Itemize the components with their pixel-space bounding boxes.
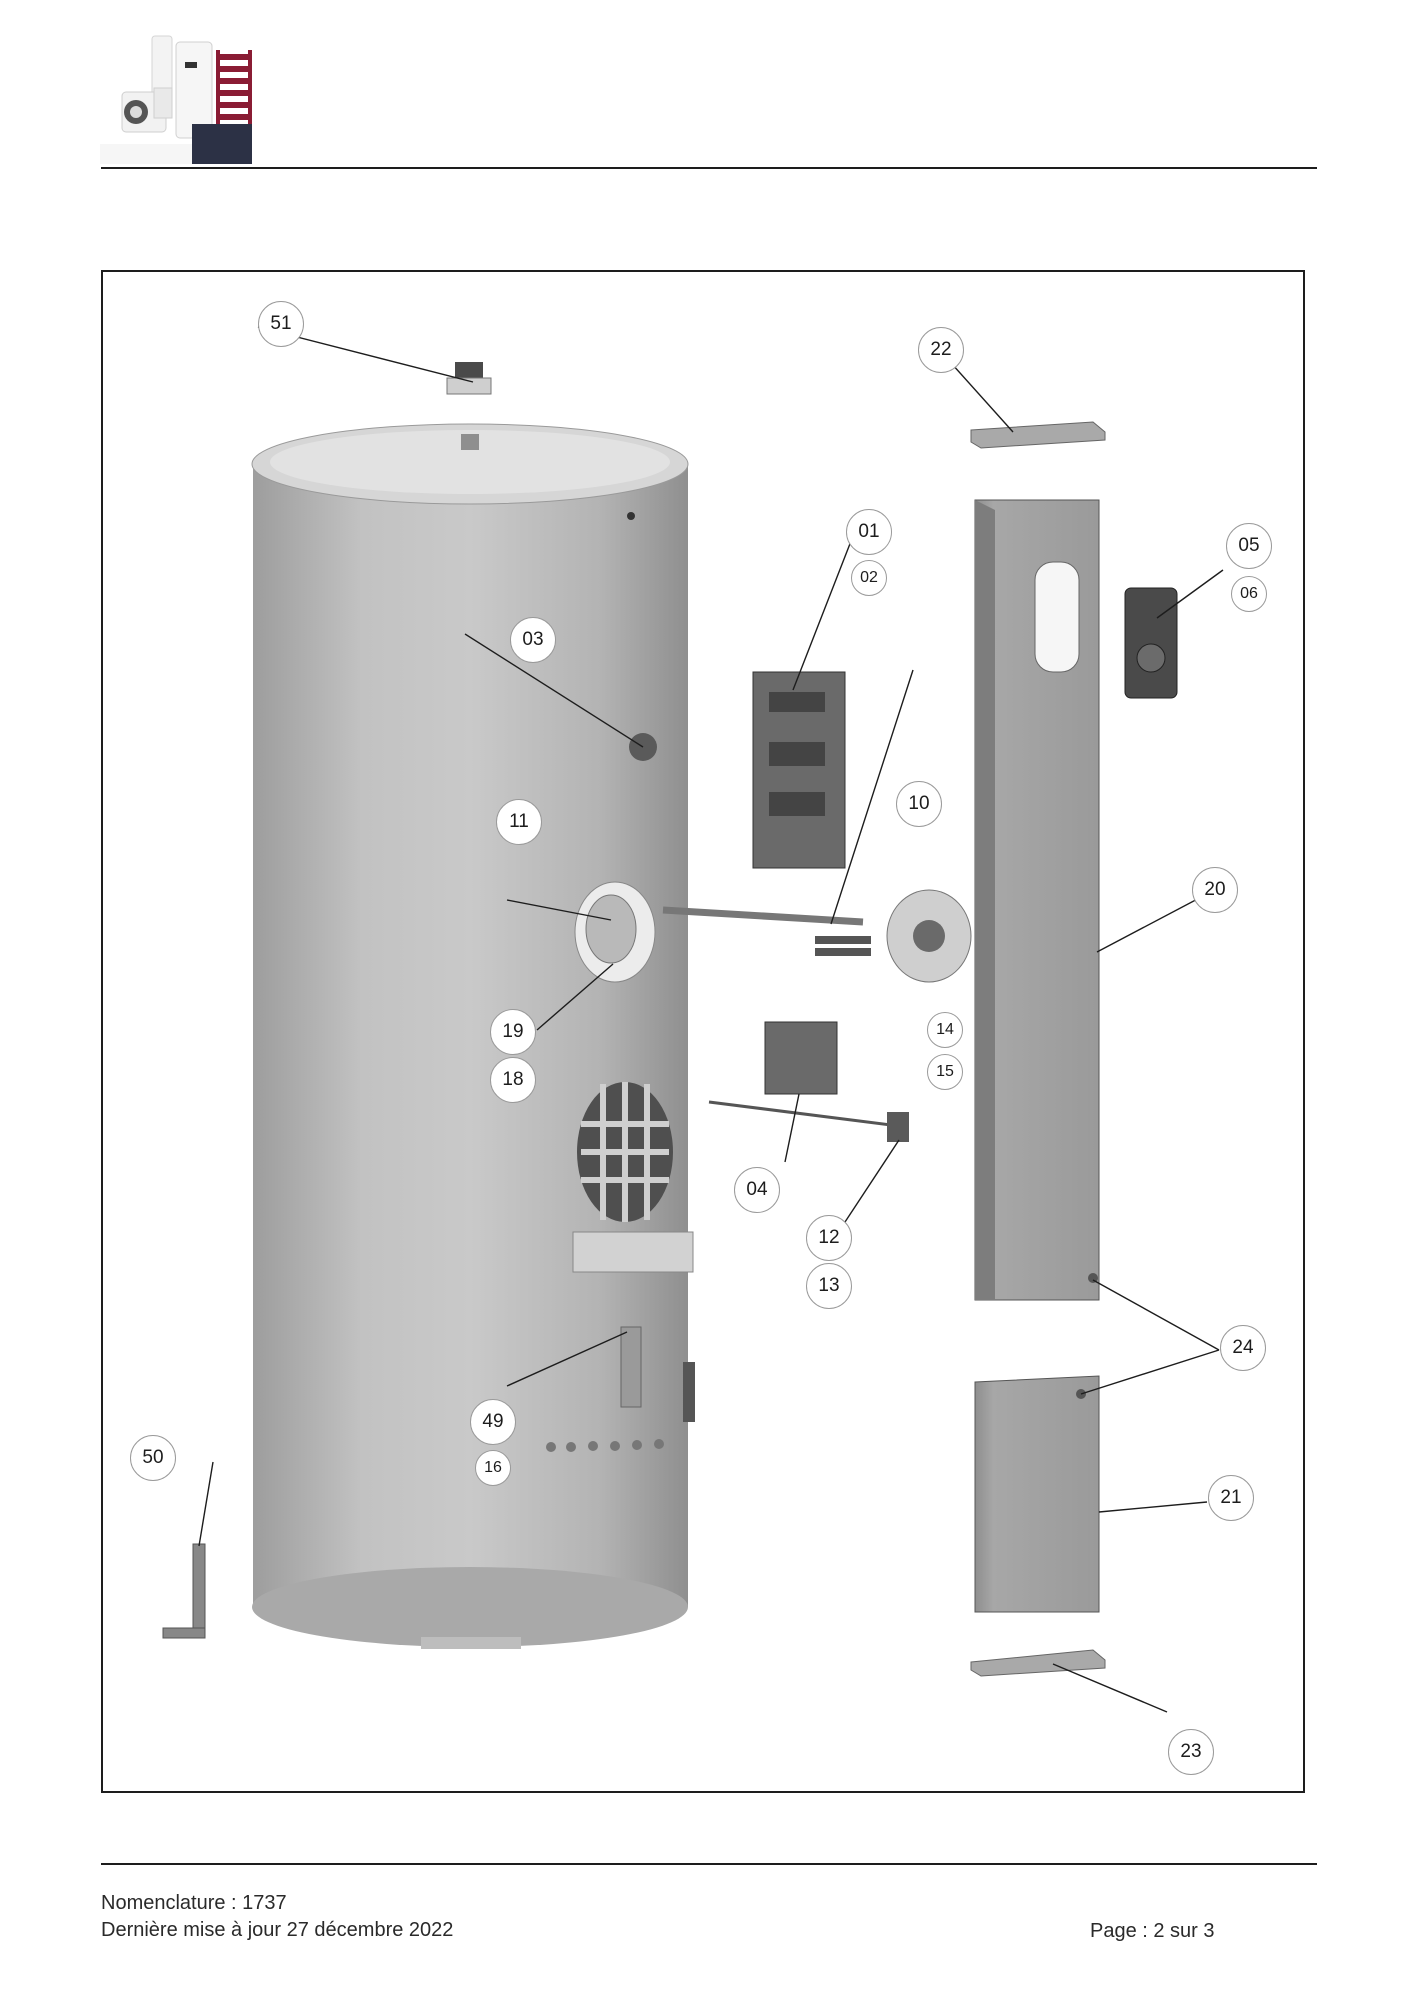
callout-23: 23: [1168, 1729, 1214, 1775]
callout-14: 14: [927, 1012, 963, 1048]
callout-49: 49: [470, 1399, 516, 1445]
callout-10: 10: [896, 781, 942, 827]
leader-lines: [198, 326, 1224, 1713]
tank-body: [253, 464, 688, 1607]
callout-12: 12: [806, 1215, 852, 1261]
callout-04: 04: [734, 1167, 780, 1213]
exploded-diagram: 51 22 01 02 05 06 03 11 10 20 19 18 14 1…: [101, 270, 1305, 1793]
callout-03: 03: [510, 617, 556, 663]
page-number: Page : 2 sur 3: [1090, 1920, 1215, 1942]
callout-22: 22: [918, 327, 964, 373]
callout-06: 06: [1231, 576, 1267, 612]
header-rule: [101, 167, 1317, 169]
callout-02: 02: [851, 560, 887, 596]
brand-logo: [100, 32, 272, 167]
callout-01: 01: [846, 509, 892, 555]
callout-51: 51: [258, 301, 304, 347]
callout-20: 20: [1192, 867, 1238, 913]
callout-13: 13: [806, 1263, 852, 1309]
footer-rule: [101, 1863, 1317, 1865]
diagram-artwork: [162, 326, 1224, 1713]
nomenclature-text: Nomenclature : 1737: [101, 1892, 287, 1914]
callout-15: 15: [927, 1054, 963, 1090]
callout-21: 21: [1208, 1475, 1254, 1521]
callout-19: 19: [490, 1009, 536, 1055]
callout-24: 24: [1220, 1325, 1266, 1371]
callout-50: 50: [130, 1435, 176, 1481]
callout-11: 11: [496, 799, 542, 845]
callout-05: 05: [1226, 523, 1272, 569]
last-updated-text: Dernière mise à jour 27 décembre 2022: [101, 1919, 454, 1941]
callout-16: 16: [475, 1450, 511, 1486]
callout-18: 18: [490, 1057, 536, 1103]
